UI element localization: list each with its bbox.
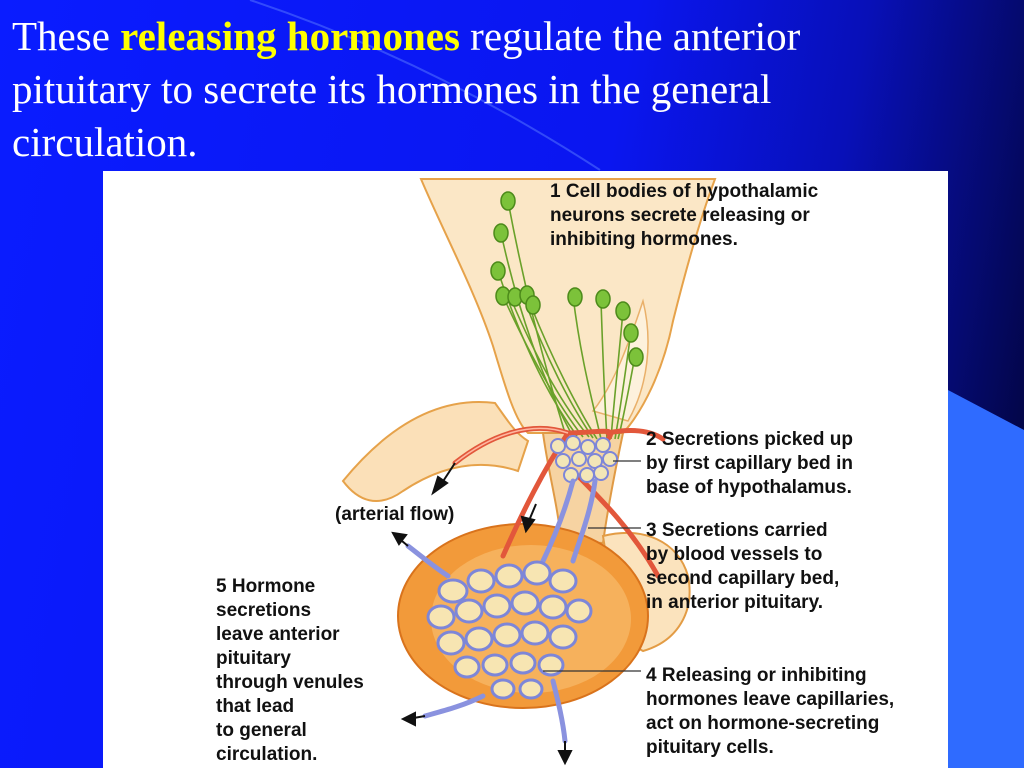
step4-line: 4 Releasing or inhibiting <box>646 665 867 686</box>
step5-line: pituitary <box>216 648 291 669</box>
artery-highlights <box>454 427 569 464</box>
step5-line: leave anterior <box>216 624 340 645</box>
step5-line: secretions <box>216 600 312 621</box>
neuron-cell-bodies <box>490 191 644 367</box>
step1-label: 1 Cell bodies of hypothalamic neurons se… <box>550 180 818 252</box>
step2-label: 2 Secretions picked up by first capillar… <box>646 428 853 500</box>
leader-lines <box>543 460 641 672</box>
step2-line: 2 Secretions picked up <box>646 429 853 450</box>
step1-line: inhibiting hormones. <box>550 229 738 250</box>
step3-label: 3 Secretions carried by blood vessels to… <box>646 519 839 615</box>
step4-line: hormones leave capillaries, <box>646 689 895 710</box>
flow-arrows <box>391 462 573 766</box>
venules <box>405 543 568 744</box>
step3-line: by blood vessels to <box>646 544 823 565</box>
corner-triangle <box>948 390 1024 768</box>
step5-line: that lead <box>216 696 295 717</box>
step5-line: to general <box>216 720 307 741</box>
step5-label: 5 Hormone secretions leave anterior pitu… <box>216 575 364 767</box>
portal-vessels <box>540 478 598 564</box>
step1-line: neurons secrete releasing or <box>550 205 810 226</box>
diagram-illustration <box>341 178 717 766</box>
step3-line: second capillary bed, <box>646 568 840 589</box>
title-after: regulate the anterior pituitary to secre… <box>12 13 801 165</box>
slide-title: These releasing hormones regulate the an… <box>12 10 912 169</box>
step3-line: in anterior pituitary. <box>646 592 824 613</box>
first-capillary-bed <box>550 435 618 483</box>
step5-line: circulation. <box>216 744 318 765</box>
step1-line: 1 Cell bodies of hypothalamic <box>550 181 819 202</box>
step2-line: by first capillary bed in <box>646 453 853 474</box>
step4-label: 4 Releasing or inhibiting hormones leave… <box>646 664 894 760</box>
title-before: These <box>12 13 121 59</box>
step4-line: pituitary cells. <box>646 737 774 758</box>
step4-line: act on hormone-secreting <box>646 713 880 734</box>
optic-chiasm <box>341 401 530 502</box>
second-capillary-bed <box>426 560 593 700</box>
step3-line: 3 Secretions carried <box>646 520 828 541</box>
step5-line: through venules <box>216 672 364 693</box>
title-highlight: releasing hormones <box>120 13 460 59</box>
pituitary-diagram: 1 Cell bodies of hypothalamic neurons se… <box>103 171 948 768</box>
step5-line: 5 Hormone <box>216 576 316 597</box>
arterial-flow-label: (arterial flow) <box>335 504 455 525</box>
step2-line: base of hypothalamus. <box>646 477 852 498</box>
